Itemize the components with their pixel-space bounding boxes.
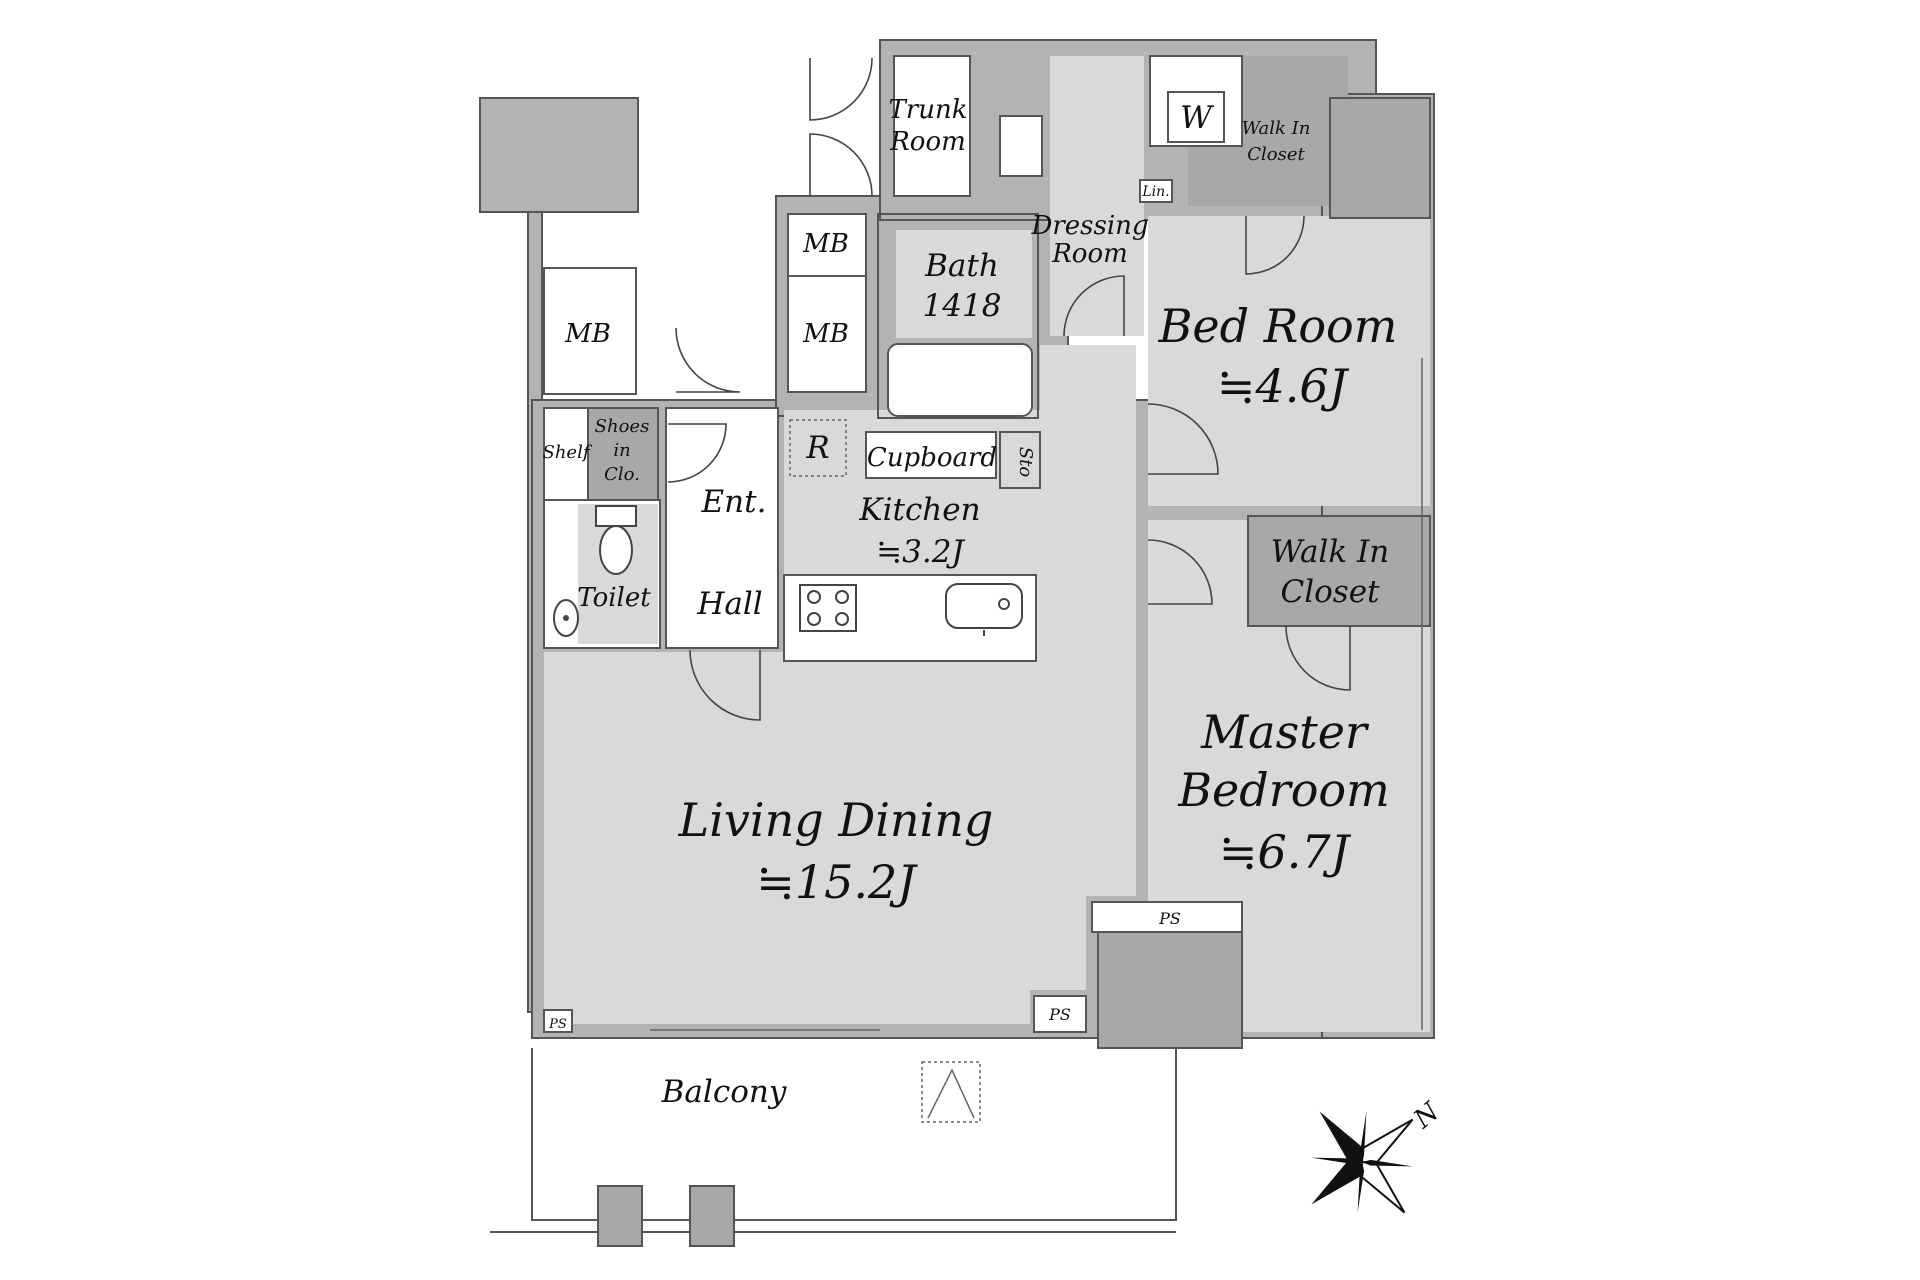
door-arc-hall <box>689 649 761 721</box>
mb-cabinet-mid <box>787 275 867 393</box>
bath-room-wall <box>877 213 1039 419</box>
balcony-post-2 <box>689 1185 735 1247</box>
bedroom-name: Bed Room <box>1158 299 1398 353</box>
door-arc-trunk <box>809 57 873 121</box>
cupboard-box <box>865 431 997 479</box>
master-name-2: Bedroom <box>1177 763 1389 817</box>
balcony-label: Balcony <box>661 1074 787 1110</box>
door-arc-entry <box>675 327 741 393</box>
shoes-line2: in <box>613 440 630 461</box>
stove-icon <box>799 584 857 632</box>
basin-icon <box>553 599 579 637</box>
bedroom-area: ≒4.6J <box>1217 359 1350 413</box>
fridge-outline <box>789 419 847 477</box>
dressing-line1: Dressing <box>1030 211 1148 241</box>
compass-north-label: N <box>1408 1096 1446 1135</box>
trunk-room <box>893 55 971 197</box>
dressing-line2: Room <box>1051 239 1128 269</box>
kitchen-name: Kitchen <box>858 492 980 528</box>
sto-label: Sto <box>1015 447 1036 478</box>
bath-line2: 1418 <box>923 288 1002 324</box>
living-dining-floor <box>544 652 1136 1024</box>
shelf-label: Shelf <box>543 442 593 463</box>
trunk-line2: Room <box>889 127 966 157</box>
ent-label: Ent. <box>701 484 767 520</box>
fridge-label: R <box>805 430 829 466</box>
walkin-closet <box>1247 515 1431 627</box>
exterior-column <box>479 97 639 213</box>
toilet-icon <box>595 505 637 575</box>
door-arc-dressing <box>1063 275 1125 337</box>
bath-area <box>896 230 1032 338</box>
washer-label: W <box>1180 100 1214 136</box>
shoes-line3: Clo. <box>604 464 640 485</box>
living-area: ≒15.2J <box>756 855 918 909</box>
bath-line1: Bath <box>924 248 999 284</box>
mb-left-label: MB <box>564 319 611 349</box>
door-arc-trunk2 <box>809 133 873 197</box>
toilet-label: Toilet <box>577 583 651 613</box>
bedroom-floor <box>1148 216 1430 506</box>
walkin-line1: Walk In <box>1271 534 1389 570</box>
living-upper-floor <box>1040 345 1136 652</box>
trunk-line1: Trunk <box>888 95 967 125</box>
mb-cabinet-mid-top <box>787 213 867 277</box>
shelf-box <box>543 407 589 501</box>
door-arc-master <box>1147 539 1213 605</box>
storage-box <box>999 431 1041 489</box>
lin-box <box>1139 179 1173 203</box>
mb-mid-label: MB <box>802 319 849 349</box>
balcony-post-1 <box>597 1185 643 1247</box>
entrance-floor <box>665 407 779 649</box>
door-arc-bedroom <box>1147 403 1219 475</box>
ps-label-1: PS <box>1158 909 1181 928</box>
dressing-floor <box>1050 56 1144 336</box>
walkin-line2: Closet <box>1280 574 1380 610</box>
right-tower <box>1329 97 1431 219</box>
bathtub <box>887 343 1033 417</box>
mb-mid-top-label: MB <box>802 229 849 259</box>
sink-icon <box>945 583 1023 636</box>
ps-label-2: PS <box>1048 1005 1071 1024</box>
shoes-closet <box>587 407 659 501</box>
cupboard-label: Cupboard <box>867 443 997 473</box>
hatch-icon <box>921 1061 981 1123</box>
compass-icon <box>1311 1111 1414 1214</box>
hall-label: Hall <box>696 586 762 622</box>
ps-box-mid <box>1033 995 1087 1033</box>
shoes-line1: Shoes <box>595 416 650 437</box>
door-arc-bed-top <box>1245 215 1305 275</box>
master-name-1: Master <box>1200 705 1370 759</box>
walkin-small-line2: Closet <box>1247 144 1305 165</box>
kitchen-area: ≒3.2J <box>876 534 965 570</box>
washer-inner <box>1167 91 1225 143</box>
master-area: ≒6.7J <box>1219 825 1352 879</box>
vanity <box>999 115 1043 177</box>
mb-cabinet-left <box>543 267 637 395</box>
living-name: Living Dining <box>678 793 994 847</box>
ps-shaft-box <box>1091 901 1243 933</box>
lin-label: Lin. <box>1141 184 1169 200</box>
ps-label-3: PS <box>548 1017 567 1032</box>
walkin-small-line1: Walk In <box>1242 118 1311 139</box>
ps-shaft <box>1097 931 1243 1049</box>
door-arc-toilet <box>667 423 727 483</box>
balcony-outline <box>531 1048 1177 1221</box>
ps-box-left <box>543 1009 573 1033</box>
door-arc-walkin <box>1285 625 1351 691</box>
